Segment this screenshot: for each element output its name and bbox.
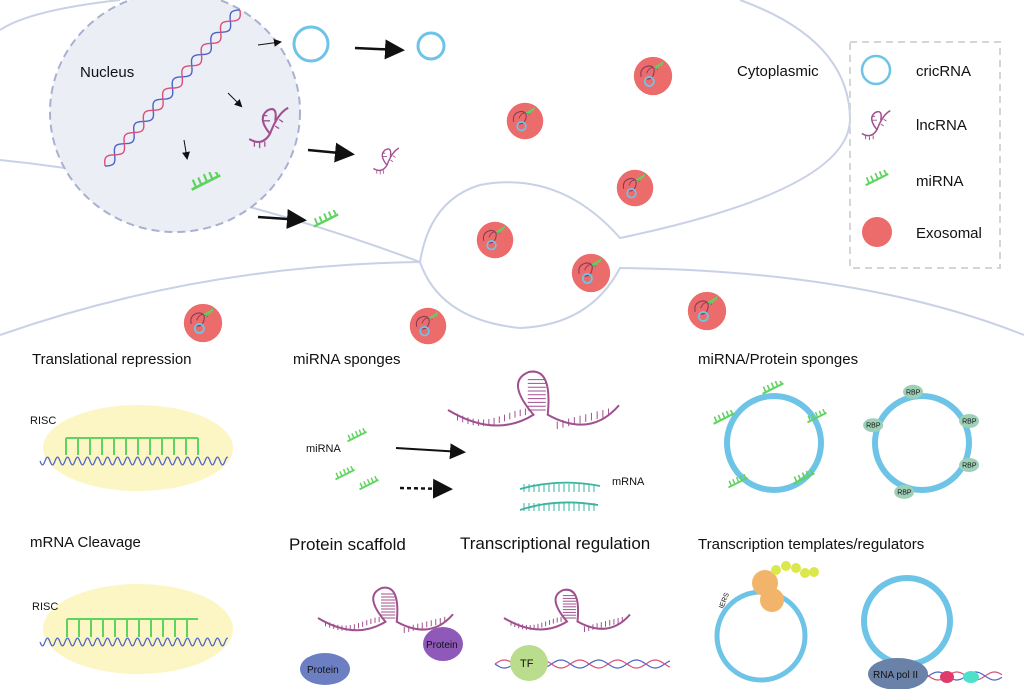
- exosome-icon: [686, 290, 728, 332]
- nucleus-ellipse: [49, 0, 301, 233]
- cytoplasmic-label: Cytoplasmic: [737, 63, 819, 80]
- rbp-label: RBP: [897, 489, 912, 496]
- panel-title: mRNA Cleavage: [30, 534, 141, 551]
- protein-blob-icon: [300, 653, 350, 685]
- exosome-icon: [570, 252, 612, 294]
- rbp-icon: [863, 418, 884, 433]
- nucleus-label: Nucleus: [80, 64, 134, 81]
- circrna-ring-icon: [860, 54, 892, 86]
- panel-title: miRNA sponges: [293, 351, 401, 368]
- exosome-dot-icon: [862, 217, 892, 247]
- mirna-icon: [761, 381, 785, 395]
- legend: cricRNA lncRNA miRNA Exosomal: [849, 41, 1001, 269]
- dna-helix-icon: [103, 9, 242, 167]
- mrna-wave-icon: [39, 456, 228, 466]
- panel-mirna-sponges: miRNA sponges miRNA mRNA: [293, 351, 645, 511]
- rbp-label: RBP: [866, 423, 881, 430]
- mirna-comb-icon: [864, 170, 890, 187]
- protein-label: Protein: [307, 665, 339, 676]
- lncrna-sponge-icon: [447, 370, 620, 429]
- lncrna-hairpin-icon: [860, 109, 892, 141]
- mirna-icon: [334, 466, 356, 481]
- circrna-protein-sponge-icon: [872, 393, 972, 493]
- panel-title: Transcriptional regulation: [460, 534, 650, 553]
- inhibited-arrow: [399, 478, 453, 499]
- legend-label-lncrna: lncRNA: [916, 117, 967, 134]
- risc-label: RISC: [32, 601, 58, 613]
- exosome-icon: [505, 101, 545, 141]
- rbp-icon: [959, 414, 980, 428]
- rbp-markers: RBP RBP RBP RBP RBP: [863, 384, 980, 499]
- lncrna-regulator-icon: [503, 588, 631, 632]
- mirna-bound-comb-icon: [65, 437, 199, 455]
- legend-label-mirna: miRNA: [916, 173, 964, 190]
- rbp-icon: [959, 458, 980, 472]
- sponge-arrow: [395, 443, 466, 460]
- rna-pol-label: RNA pol II: [873, 670, 918, 681]
- rbp-label: RBP: [962, 419, 977, 426]
- peptide-chain-icon: [771, 561, 819, 578]
- mrna-strand-ticks: [523, 484, 595, 511]
- legend-label-circrna: cricRNA: [916, 63, 971, 80]
- exported-circrna-icon: [416, 31, 446, 61]
- panel-protein-scaffold: Protein scaffold Protein Protein: [289, 535, 463, 685]
- panel-title: Protein scaffold: [289, 535, 406, 554]
- mrna-strand-icon: [519, 501, 599, 511]
- rna-pol-ii-icon: [868, 658, 928, 689]
- mrna-wave-icon: [39, 637, 228, 647]
- mrna-label: mRNA: [612, 476, 645, 488]
- mirna-label: miRNA: [306, 443, 341, 455]
- rbp-label: RBP: [906, 389, 921, 396]
- rbp-icon: [894, 484, 915, 499]
- tf-label: TF: [520, 658, 534, 670]
- protein-label: Protein: [426, 640, 458, 651]
- mirna-icon: [358, 476, 380, 491]
- mirna-bound-comb-icon: [66, 618, 198, 637]
- exosome-icon: [182, 302, 224, 344]
- lncrna-scaffold-icon: [317, 586, 454, 633]
- panel-translational-repression: Translational repression RISC: [30, 351, 233, 491]
- exosome-icon: [615, 168, 655, 208]
- nucleus-transcription-arrows: [182, 38, 282, 160]
- rbp-icon: [903, 384, 923, 399]
- tf-blob-icon: [510, 645, 548, 681]
- risc-label: RISC: [30, 415, 56, 427]
- teal-factor-icon: [963, 671, 979, 683]
- panel-title: Translational repression: [32, 351, 192, 368]
- exported-lncrna-icon: [372, 147, 400, 176]
- nuclear-circrna-icon: [292, 25, 330, 63]
- rbp-label: RBP: [962, 463, 977, 470]
- panel-transcription-templates: Transcription templates/regulators IERS …: [698, 536, 1003, 689]
- mirna-icon: [346, 428, 368, 443]
- exosome-icon: [475, 220, 515, 260]
- panel-mrna-cleavage: mRNA Cleavage RISC: [30, 534, 233, 674]
- export-arrows: [257, 39, 405, 229]
- panel-transcriptional-regulation: Transcriptional regulation TF: [460, 534, 671, 681]
- exosome-icon: [408, 306, 448, 346]
- pink-factor-icon: [940, 671, 954, 683]
- legend-label-exosomal: Exosomal: [916, 225, 982, 242]
- panel-title: miRNA/Protein sponges: [698, 351, 858, 368]
- ribosome-small-icon: [760, 588, 784, 612]
- circrna-sponge-icon: [724, 393, 824, 493]
- circrna-intron-icon: [861, 575, 953, 667]
- legend-box: [849, 41, 1001, 269]
- cell-membranes: [0, 0, 1024, 336]
- circrna-template-icon: [714, 589, 808, 683]
- exported-mirna-icon: [312, 210, 340, 228]
- upper-cell-membrane: [0, 0, 852, 264]
- protein-blob-icon: [423, 627, 463, 661]
- panel-mirna-protein-sponges: miRNA/Protein sponges RBP RBP RBP RBP RBP: [698, 351, 980, 499]
- panel-title: Transcription templates/regulators: [698, 536, 924, 553]
- mrna-strand-icon: [519, 481, 601, 490]
- lower-cell-membrane: [0, 260, 1024, 336]
- exosome-icon: [632, 55, 674, 97]
